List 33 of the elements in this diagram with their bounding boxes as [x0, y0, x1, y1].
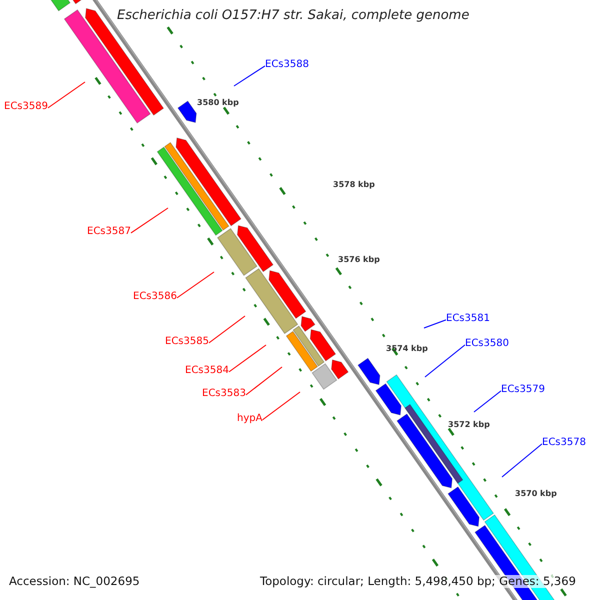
- kbp-label: 3578 kbp: [333, 180, 375, 190]
- map-title: Escherichia coli O157:H7 str. Sakai, complete genome: [117, 9, 470, 24]
- leader-line: [424, 319, 446, 328]
- leader-line: [502, 443, 542, 478]
- gene-label: hypA: [237, 413, 262, 424]
- leader-line: [176, 272, 214, 298]
- leader-line: [47, 82, 86, 108]
- gene-label: ECs3579: [501, 384, 545, 396]
- gene-label: ECs3580: [465, 338, 509, 350]
- leader-line: [245, 366, 282, 396]
- kbp-label: 3576 kbp: [338, 255, 380, 264]
- gene-label: ECs3583: [202, 388, 246, 400]
- leader-line: [424, 344, 466, 378]
- gene-label: ECs3586: [133, 291, 177, 302]
- gene-label: ECs3587: [87, 226, 131, 238]
- gene-label: ECs3584: [185, 365, 229, 376]
- accession-text: Accession: NC_002695: [9, 575, 140, 588]
- leader-line: [262, 392, 300, 420]
- genome-summary-text: Topology: circular; Length: 5,498,450 bp; Genes: 5,369: [260, 575, 576, 588]
- kbp-label: 3580 kbp: [197, 98, 239, 108]
- kbp-label: 3574 kbp: [386, 344, 428, 354]
- leader-line: [130, 208, 168, 234]
- gene-label: ECs3588: [265, 59, 309, 70]
- kbp-label: 3570 kbp: [515, 489, 557, 498]
- leader-line: [234, 65, 266, 86]
- kbp-label: 3572 kbp: [448, 420, 490, 430]
- leader-line: [474, 390, 502, 412]
- gene-label: ECs3578: [542, 437, 586, 448]
- gene-label: ECs3585: [165, 336, 209, 348]
- gene-label: ECs3581: [446, 313, 490, 324]
- gene-label: ECs3589: [4, 101, 48, 112]
- leader-line: [228, 344, 266, 372]
- leader-line: [208, 316, 246, 344]
